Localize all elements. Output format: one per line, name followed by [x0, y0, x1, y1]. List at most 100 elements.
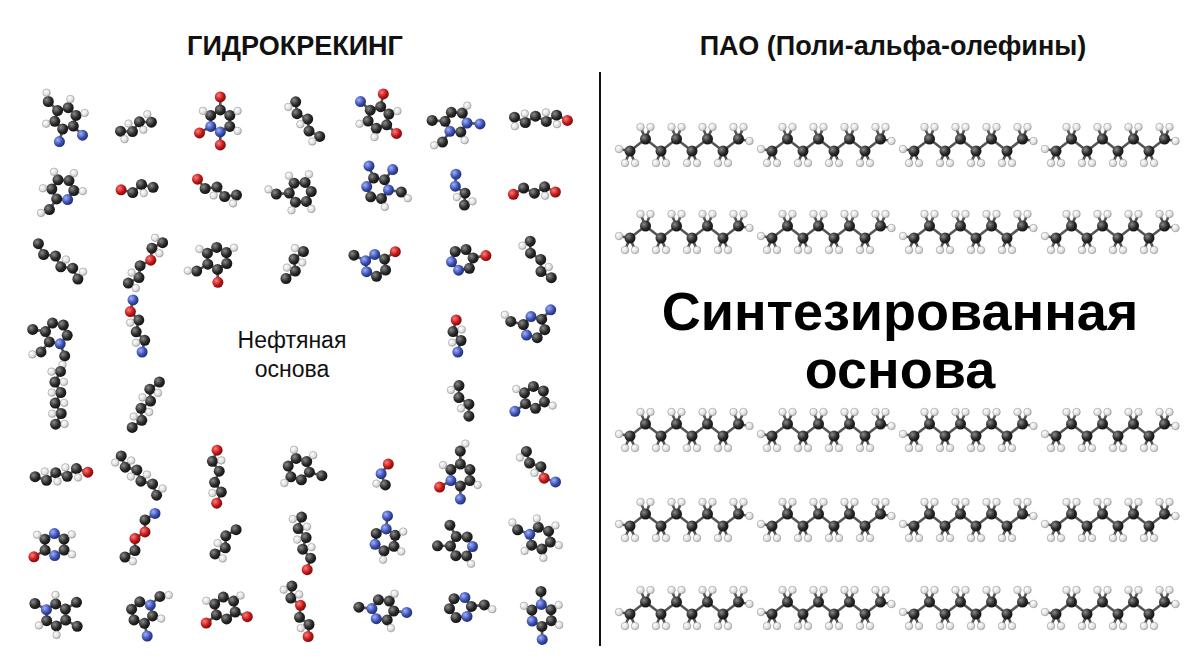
- carbon-atom: [733, 419, 744, 430]
- carbon-atom: [529, 188, 540, 199]
- hydrogen-atom: [794, 534, 802, 542]
- carbon-atom: [126, 604, 137, 615]
- hydrogen-atom: [921, 498, 929, 506]
- carbon-atom: [301, 532, 312, 543]
- hydrogen-atom: [1166, 210, 1174, 218]
- carbon-atom: [380, 265, 391, 276]
- hydrogen-atom: [866, 444, 874, 452]
- hydrogen-atom: [820, 210, 828, 218]
- hydrogen-atom: [856, 444, 864, 452]
- nitrogen-atom: [527, 616, 538, 627]
- carbon-atom: [1051, 609, 1062, 620]
- hydrogen-atom: [810, 586, 818, 594]
- hydrogen-atom: [993, 586, 1001, 594]
- hydrogen-atom: [545, 263, 553, 271]
- hydrogen-atom: [139, 394, 147, 402]
- oxygen-atom: [211, 498, 222, 509]
- oxygen-atom: [125, 306, 136, 317]
- carbon-atom: [1066, 597, 1077, 608]
- hydrogen-atom: [1156, 210, 1164, 218]
- hydrogen-atom: [1041, 520, 1049, 528]
- hydrogen-atom: [448, 339, 456, 347]
- hydrogen-atom: [439, 461, 447, 469]
- carbon-atom: [212, 264, 223, 275]
- hydrogen-atom: [1078, 534, 1086, 542]
- hydrogen-atom: [993, 498, 1001, 506]
- carbon-atom: [444, 520, 455, 531]
- hydrogen-atom: [111, 459, 119, 467]
- hydrogen-atom: [637, 123, 645, 131]
- carbon-atom: [986, 134, 997, 145]
- hydrogen-atom: [820, 408, 828, 416]
- hydrogen-atom: [1109, 534, 1117, 542]
- hydrogen-atom: [615, 145, 623, 153]
- hydrogen-atom: [841, 123, 849, 131]
- hydrogen-atom: [74, 474, 82, 482]
- oxygen-atom: [562, 115, 573, 126]
- hydrogen-atom: [967, 534, 975, 542]
- hydrogen-atom: [668, 408, 676, 416]
- carbon-atom: [656, 609, 667, 620]
- carbon-atom: [767, 146, 778, 157]
- carbon-atom: [136, 179, 147, 190]
- hydrogen-atom: [621, 159, 629, 167]
- hydrogen-atom: [779, 123, 787, 131]
- hydrogen-atom: [882, 498, 890, 506]
- hydrogen-atom: [899, 430, 907, 438]
- hydrogen-atom: [631, 246, 639, 254]
- hydrogen-atom: [52, 591, 60, 599]
- hydrogen-atom: [70, 169, 78, 177]
- carbon-atom: [733, 597, 744, 608]
- hydrogen-atom: [1014, 210, 1022, 218]
- carbon-atom: [51, 620, 62, 631]
- hydrogen-atom: [631, 534, 639, 542]
- hydrogen-atom: [1073, 123, 1081, 131]
- carbon-atom: [1128, 509, 1139, 520]
- carbon-atom: [147, 478, 158, 489]
- hydrogen-atom: [1088, 534, 1096, 542]
- hydrogen-atom: [662, 622, 670, 630]
- hydrogen-atom: [804, 444, 812, 452]
- carbon-atom: [909, 233, 920, 244]
- hydrogen-atom: [291, 244, 299, 252]
- hydrogen-atom: [37, 209, 45, 217]
- carbon-atom: [813, 221, 824, 232]
- carbon-atom: [47, 318, 58, 329]
- hydrogen-atom: [1014, 408, 1022, 416]
- hydrogen-atom: [219, 555, 227, 563]
- carbon-atom: [1113, 233, 1124, 244]
- carbon-atom: [1159, 134, 1170, 145]
- carbon-atom: [1051, 233, 1062, 244]
- hydrogen-atom: [234, 127, 242, 135]
- hydrogen-atom: [132, 284, 140, 292]
- nitrogen-atom: [455, 494, 466, 505]
- hydrogen-atom: [61, 420, 69, 428]
- carbon-atom: [718, 609, 729, 620]
- carbon-atom: [1144, 146, 1155, 157]
- oxygen-atom: [215, 139, 226, 150]
- carbon-atom: [144, 384, 155, 395]
- hydrogen-atom: [516, 454, 524, 462]
- hydrogen-atom: [921, 586, 929, 594]
- carbon-atom: [139, 335, 150, 346]
- carbon-atom: [191, 266, 202, 277]
- hydrogen-atom: [647, 408, 655, 416]
- carbon-atom: [140, 514, 151, 525]
- hydrogen-atom: [915, 444, 923, 452]
- hydrogen-atom: [872, 586, 880, 594]
- carbon-atom: [1082, 521, 1093, 532]
- hydrogen-atom: [779, 408, 787, 416]
- hydrogen-atom: [1088, 246, 1096, 254]
- carbon-atom: [133, 315, 144, 326]
- hydrogen-atom: [48, 410, 56, 418]
- hydrogen-atom: [866, 534, 874, 542]
- hydrogen-atom: [931, 210, 939, 218]
- hydrogen-atom: [983, 586, 991, 594]
- hydrogen-atom: [866, 159, 874, 167]
- nitrogen-atom: [370, 539, 381, 550]
- carbon-atom: [49, 116, 60, 127]
- hydrogen-atom: [62, 256, 70, 264]
- carbon-atom: [924, 509, 935, 520]
- hydrogen-atom: [668, 498, 676, 506]
- hydrogen-atom: [1063, 586, 1071, 594]
